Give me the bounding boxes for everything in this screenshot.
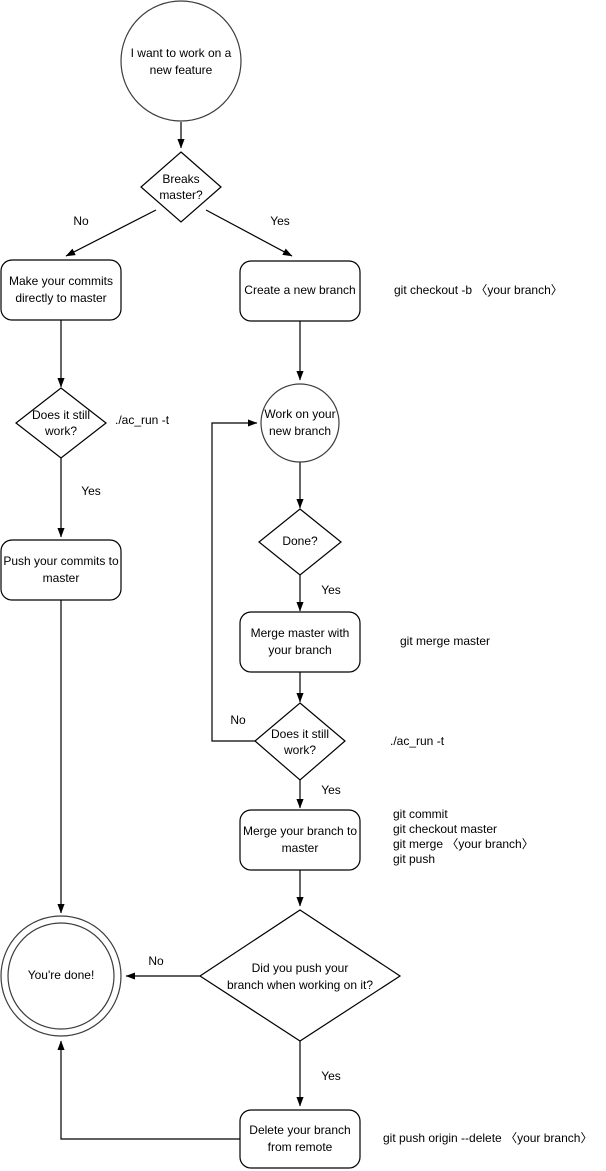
create-branch-box: [239, 260, 361, 322]
does-it-work-left-label-line1: Does it still: [32, 408, 90, 422]
annotation-merge-branch-cmd-3: git merge 〈your branch〉: [393, 837, 534, 851]
edge-breaks-no-to-make-commits: [65, 209, 157, 257]
merge-branch-label-line1: Merge your branch to: [243, 824, 357, 838]
merge-master-box: [239, 611, 361, 673]
connector-layer: make your commits --> create a new branc…: [57, 122, 304, 1140]
annotation-ac-run-left: ./ac_run -t: [115, 413, 170, 427]
node-start[interactable]: I want to work on a new feature: [120, 0, 242, 122]
make-commits-box: [0, 259, 122, 321]
push-commits-label-line2: master: [43, 571, 80, 585]
push-commits-box: [0, 539, 122, 601]
node-does-it-work-right[interactable]: Does it still work?: [254, 702, 346, 781]
done-question-label: Done?: [282, 534, 318, 548]
breaks-master-diamond: [140, 151, 222, 223]
delete-branch-box: [239, 1109, 361, 1169]
node-does-it-work-left[interactable]: Does it still work?: [15, 387, 107, 459]
push-commits-label-line1: Push your commits to: [3, 554, 119, 568]
node-delete-branch[interactable]: Delete your branch from remote: [239, 1109, 361, 1169]
does-it-work-right-diamond: [254, 702, 346, 781]
node-end[interactable]: You're done!: [0, 915, 122, 1037]
node-merge-master[interactable]: Merge master with your branch: [239, 611, 361, 673]
annotation-ac-run-right: ./ac_run -t: [390, 734, 445, 748]
done-question-diamond: [258, 508, 342, 576]
breaks-master-label-line1: Breaks: [162, 172, 199, 186]
breaks-master-label-line2: master?: [159, 188, 203, 202]
edge-label-push-no: No: [148, 954, 164, 968]
merge-master-label-line2: your branch: [268, 643, 331, 657]
delete-branch-label-line2: from remote: [268, 1140, 333, 1154]
merge-branch-box: [239, 809, 361, 871]
make-commits-label-line1: Make your commits: [9, 274, 113, 288]
start-circle: [120, 0, 242, 122]
delete-branch-label-line1: Delete your branch: [249, 1123, 350, 1137]
node-push-commits[interactable]: Push your commits to master: [0, 539, 122, 601]
edge-label-work-left-yes: Yes: [81, 484, 101, 498]
edge-label-work-right-no: No: [230, 713, 246, 727]
annotation-delete-branch-cmd: git push origin --delete 〈your branch〉: [383, 1131, 592, 1145]
edge-label-breaks-yes: Yes: [270, 214, 290, 228]
edge-label-push-yes: Yes: [321, 1069, 341, 1083]
start-label-line2: new feature: [150, 63, 213, 77]
edge-work-right-no-loopback: [211, 419, 258, 742]
edge-label-work-right-yes: Yes: [321, 783, 341, 797]
make-commits-label-line2: directly to master: [15, 291, 106, 305]
merge-branch-label-line2: master: [282, 841, 319, 855]
node-merge-branch[interactable]: Merge your branch to master: [239, 809, 361, 871]
does-it-work-left-label-line2: work?: [44, 424, 77, 438]
node-work-branch[interactable]: Work on your new branch: [260, 383, 340, 463]
annotation-merge-branch-cmd-4: git push: [393, 852, 435, 866]
did-you-push-diamond: [198, 909, 402, 1042]
node-breaks-master[interactable]: Breaks master?: [140, 151, 222, 223]
edge-label-breaks-no: No: [73, 214, 89, 228]
annotation-merge-branch-cmd-2: git checkout master: [393, 822, 497, 836]
work-branch-circle: [260, 383, 340, 463]
work-branch-label-line1: Work on your: [264, 407, 335, 421]
edge-breaks-yes-to-create-branch: [205, 209, 293, 257]
did-you-push-label-line2: branch when working on it?: [227, 978, 373, 992]
does-it-work-right-label-line2: work?: [283, 743, 316, 757]
did-you-push-label-line1: Did you push your: [252, 961, 349, 975]
edge-label-done-yes: Yes: [321, 583, 341, 597]
merge-master-label-line1: Merge master with: [251, 626, 350, 640]
edge-delete-branch-to-end: [57, 1040, 240, 1140]
node-create-branch[interactable]: Create a new branch: [239, 260, 361, 322]
annotation-create-branch-cmd: git checkout -b 〈your branch〉: [394, 283, 563, 297]
node-make-commits[interactable]: Make your commits directly to master: [0, 259, 122, 321]
does-it-work-left-diamond: [15, 387, 107, 459]
node-did-you-push[interactable]: Did you push your branch when working on…: [198, 909, 402, 1042]
create-branch-label-line1: Create a new branch: [244, 283, 355, 297]
start-label-line1: I want to work on a: [131, 46, 232, 60]
end-label: You're done!: [28, 968, 95, 982]
end-inner-circle: [7, 922, 115, 1030]
work-branch-label-line2: new branch: [269, 424, 331, 438]
does-it-work-right-label-line1: Does it still: [271, 727, 329, 741]
node-done-question[interactable]: Done?: [258, 508, 342, 576]
annotation-merge-master-cmd: git merge master: [400, 634, 490, 648]
annotation-merge-branch-cmd-1: git commit: [393, 807, 448, 821]
